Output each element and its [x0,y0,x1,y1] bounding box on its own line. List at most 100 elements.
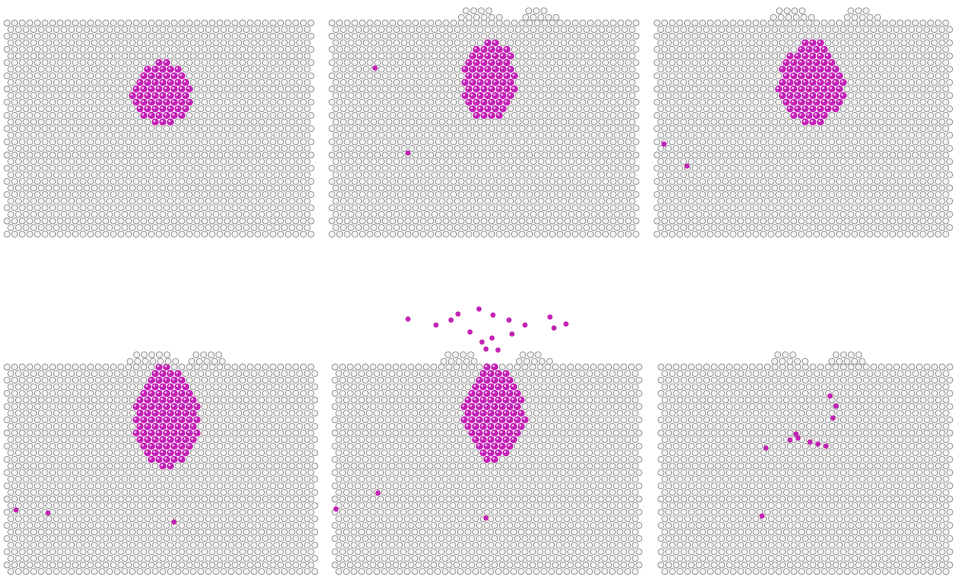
matrix-atom [381,138,389,146]
matrix-atom [11,363,19,371]
matrix-atom [231,151,239,159]
matrix-atom [813,125,821,133]
matrix-atom [514,92,522,100]
matrix-atom [377,92,385,100]
matrix-atom [560,78,568,86]
matrix-atom [621,118,629,126]
matrix-atom [862,210,870,218]
matrix-atom [87,177,95,185]
cluster-atom [155,429,163,437]
matrix-atom [575,171,583,179]
matrix-atom [668,177,676,185]
matrix-atom [94,138,102,146]
matrix-atom [128,449,136,457]
matrix-atom [366,111,374,119]
matrix-atom [775,204,783,212]
matrix-atom [227,224,235,232]
matrix-atom [109,230,117,238]
matrix-atom [292,45,300,53]
cluster-atom [151,449,159,457]
matrix-atom [166,158,174,166]
matrix-atom [408,78,416,86]
matrix-atom [128,171,136,179]
matrix-atom [41,59,49,67]
matrix-atom [117,138,125,146]
matrix-atom [144,210,152,218]
matrix-atom [22,105,30,113]
matrix-atom [930,52,938,60]
simulation-panel-1 [3,19,316,238]
cluster-atom [476,92,484,100]
matrix-atom [632,98,640,106]
cluster-atom [809,65,817,73]
matrix-atom [220,78,228,86]
matrix-atom [250,224,258,232]
matrix-atom [560,184,568,192]
matrix-atom [147,45,155,53]
matrix-atom [220,39,228,47]
matrix-atom [288,383,296,391]
matrix-atom [49,138,57,146]
matrix-atom [246,72,254,80]
matrix-atom [299,217,307,225]
matrix-atom [545,224,553,232]
cluster-atom-highlight [145,450,148,453]
matrix-atom [147,59,155,67]
cluster-atom [797,111,805,119]
matrix-atom [740,171,748,179]
matrix-atom [790,217,798,225]
matrix-atom [419,98,427,106]
matrix-atom [163,164,171,172]
matrix-atom [117,125,125,133]
cluster-atom-highlight [141,100,144,103]
cluster-atom [147,389,155,397]
cluster-atom-highlight [508,67,511,70]
matrix-atom [75,396,83,404]
matrix-atom [75,171,83,179]
matrix-atom [75,65,83,73]
matrix-atom [775,45,783,53]
matrix-atom [254,177,262,185]
matrix-atom [26,59,34,67]
cluster-atom-highlight [160,424,163,427]
matrix-atom [934,177,942,185]
matrix-atom [254,455,262,463]
matrix-atom [254,416,262,424]
matrix-atom [201,416,209,424]
matrix-atom [404,230,412,238]
cluster-atom [144,449,152,457]
matrix-atom [457,217,465,225]
cluster-atom-highlight [489,87,492,90]
matrix-atom [900,131,908,139]
matrix-atom [254,72,262,80]
matrix-atom [396,177,404,185]
matrix-atom [52,118,60,126]
matrix-atom [14,224,22,232]
matrix-atom [336,191,344,199]
matrix-atom [541,164,549,172]
matrix-atom [117,32,125,40]
matrix-atom [182,144,190,152]
matrix-atom [816,197,824,205]
matrix-atom [26,125,34,133]
matrix-atom [151,184,159,192]
matrix-atom [370,144,378,152]
matrix-atom [813,230,821,238]
matrix-atom [609,59,617,67]
matrix-atom [90,409,98,417]
matrix-atom [733,184,741,192]
matrix-atom [472,32,480,40]
matrix-atom [125,45,133,53]
matrix-atom [265,462,273,470]
matrix-atom [347,210,355,218]
matrix-atom [296,462,304,470]
matrix-atom [835,164,843,172]
matrix-atom [737,164,745,172]
matrix-atom [415,105,423,113]
matrix-atom [571,177,579,185]
matrix-atom [919,138,927,146]
cluster-atom [151,409,159,417]
cluster-atom [155,72,163,80]
matrix-atom [721,217,729,225]
matrix-atom [216,32,224,40]
